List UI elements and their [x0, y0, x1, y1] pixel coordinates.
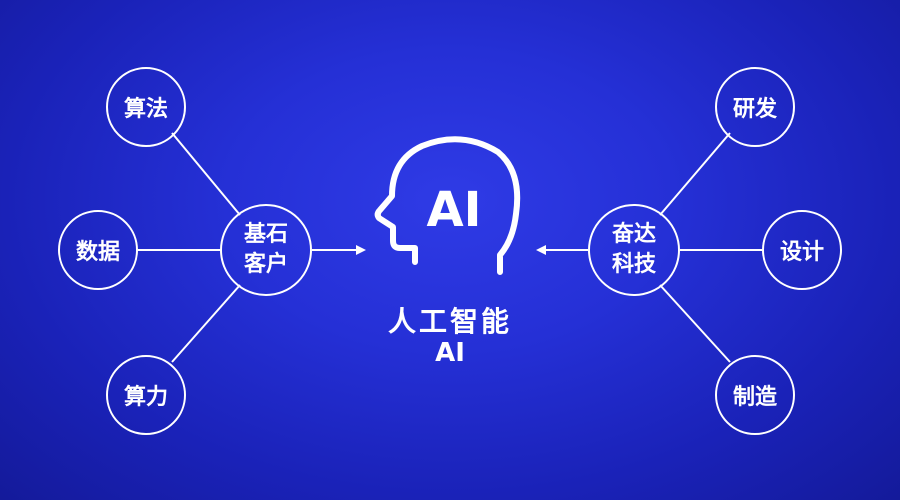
node-right-hub: 奋达 科技 [588, 204, 680, 296]
connector-line [171, 132, 241, 216]
node-label: 研发 [732, 97, 777, 122]
hub-label-line1: 基石 [243, 222, 288, 247]
node-design: 设计 [762, 210, 842, 290]
ai-head-icon [374, 136, 521, 275]
node-label: 算力 [123, 385, 168, 410]
connector-line [659, 284, 731, 363]
node-label: 制造 [732, 385, 777, 410]
ai-head-text: AI [426, 182, 481, 238]
node-manufacturing: 制造 [715, 355, 795, 435]
node-data: 数据 [58, 210, 138, 290]
node-compute: 算力 [106, 355, 186, 435]
node-left-hub: 基石 客户 [220, 204, 312, 296]
center-subtitle: AI [435, 338, 465, 368]
node-label: 数据 [75, 240, 120, 265]
connector-line [659, 132, 731, 216]
hub-label-line1: 奋达 [611, 222, 656, 247]
node-label: 设计 [779, 240, 824, 265]
connector-line [171, 284, 241, 363]
node-label: 算法 [123, 97, 168, 122]
node-rnd: 研发 [715, 67, 795, 147]
hub-label-line2: 客户 [243, 252, 288, 277]
hub-label-line2: 科技 [611, 252, 656, 277]
node-algorithm: 算法 [106, 67, 186, 147]
center-title: 人工智能 [387, 305, 512, 338]
